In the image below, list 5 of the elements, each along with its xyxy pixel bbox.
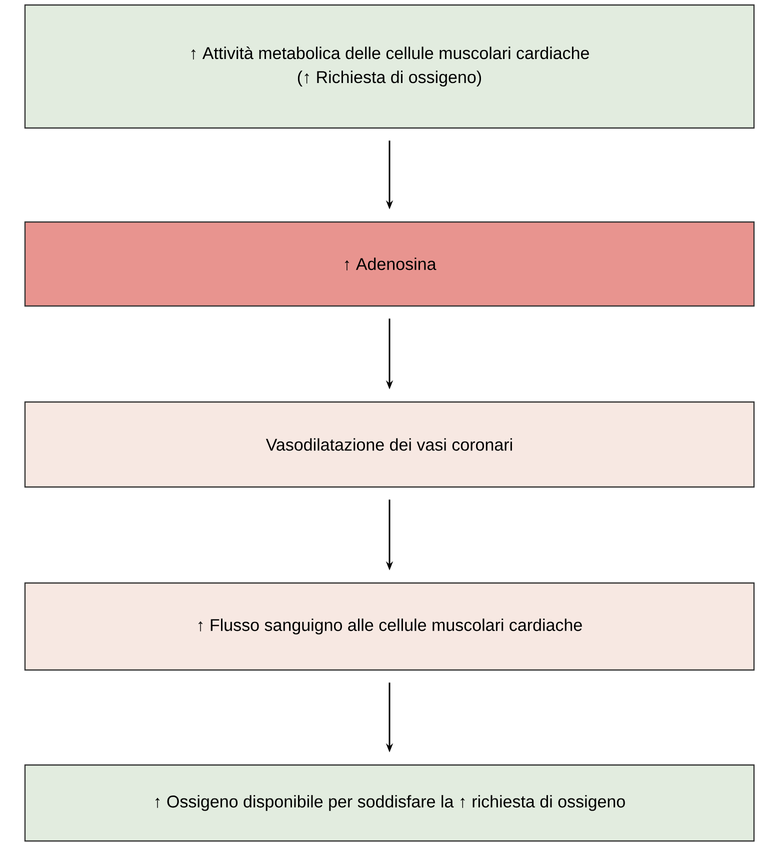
process-box: Vasodilatazione dei vasi coronari: [24, 401, 755, 488]
process-box: ↑ Attività metabolica delle cellule muscolari cardiache (↑ Richiesta di ossigeno): [24, 4, 755, 129]
process-box: ↑ Flusso sanguigno alle cellule muscolari cardiache: [24, 582, 755, 671]
process-box: ↑ Ossigeno disponibile per soddisfare la ↑ richiesta di ossigeno: [24, 764, 755, 842]
process-box: ↑ Adenosina: [24, 221, 755, 307]
